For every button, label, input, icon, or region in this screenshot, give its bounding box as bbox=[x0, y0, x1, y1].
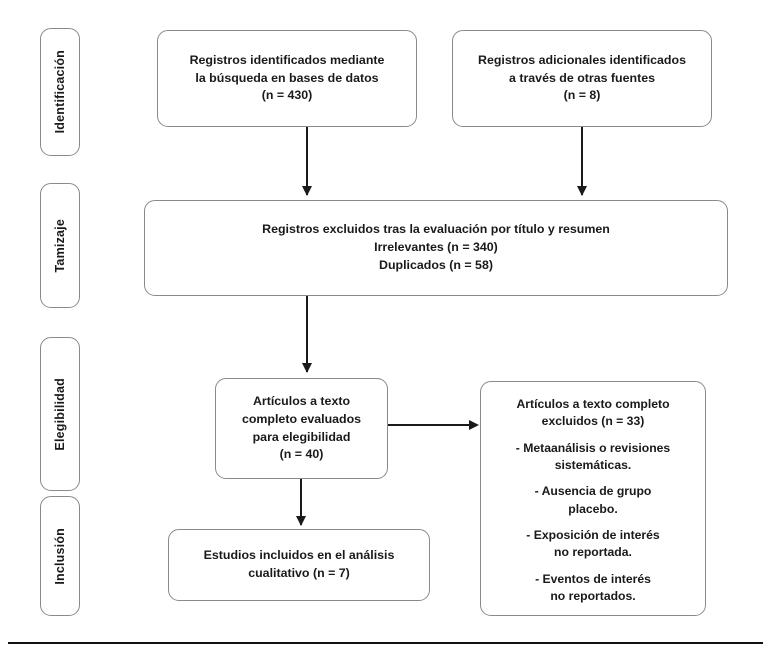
stage-label-inclusion: Inclusión bbox=[40, 496, 80, 616]
box-irrelevant-count: Irrelevantes (n = 340) bbox=[374, 240, 498, 254]
arrowhead-down-icon bbox=[302, 186, 312, 196]
reason-line-1: - Exposición de interés bbox=[526, 527, 660, 542]
box-line-2: cualitativo (n = 7) bbox=[248, 566, 350, 580]
stage-label-text: Inclusión bbox=[53, 527, 67, 585]
box-title: Registros excluidos tras la evaluación p… bbox=[262, 222, 610, 237]
box-line-1: Estudios incluidos en el análisis bbox=[203, 548, 395, 563]
stage-label-identificacion: Identificación bbox=[40, 28, 80, 156]
box-line-2: completo evaluados bbox=[241, 411, 362, 426]
exclusion-reason-item: - Eventos de interés no reportados. bbox=[535, 571, 651, 606]
reason-line-2: placebo. bbox=[568, 501, 618, 516]
connector-identified-to-screening bbox=[306, 127, 308, 195]
box-count: (n = 8) bbox=[563, 88, 601, 103]
exclusion-reason-item: - Exposición de interés no reportada. bbox=[526, 527, 659, 562]
box-records-identified-databases: Registros identificados mediante la búsq… bbox=[157, 30, 417, 127]
reason-line-2: no reportados. bbox=[550, 588, 636, 603]
box-line-1: Artículos a texto bbox=[252, 393, 351, 408]
box-count: (n = 40) bbox=[279, 447, 324, 462]
stage-label-tamizaje: Tamizaje bbox=[40, 183, 80, 308]
box-studies-included: Estudios incluidos en el análisis cualit… bbox=[168, 529, 430, 601]
reason-line-2: sistemáticas. bbox=[554, 457, 632, 472]
box-fulltext-excluded: Artículos a texto completo excluidos (n … bbox=[480, 381, 706, 616]
box-duplicates-count: Duplicados (n = 58) bbox=[379, 257, 493, 272]
box-line-2: a través de otras fuentes bbox=[509, 70, 655, 85]
box-exclusions-heading: Artículos a texto completo excluidos (n … bbox=[516, 396, 669, 431]
stage-label-text: Tamizaje bbox=[53, 218, 67, 273]
reason-line-1: - Ausencia de grupo bbox=[534, 484, 652, 499]
connector-screening-to-eligibility bbox=[306, 296, 308, 372]
connector-other-sources-to-screening bbox=[581, 127, 583, 195]
connector-eligibility-to-inclusion bbox=[300, 479, 302, 525]
reason-line-2: no reportada. bbox=[554, 545, 632, 560]
exclusion-reason-item: - Metaanálisis o revisiones sistemáticas… bbox=[516, 440, 670, 475]
exclusion-reason-item: - Ausencia de grupo placebo. bbox=[535, 483, 652, 518]
connector-eligibility-to-exclusions bbox=[388, 424, 470, 426]
box-records-excluded-screening: Registros excluidos tras la evaluación p… bbox=[144, 200, 728, 296]
footer-divider bbox=[8, 642, 763, 644]
stage-label-text: Elegibilidad bbox=[53, 377, 67, 451]
box-line-2: la búsqueda en bases de datos bbox=[195, 70, 379, 85]
arrowhead-down-icon bbox=[302, 363, 312, 373]
arrowhead-down-icon bbox=[296, 516, 306, 526]
arrowhead-down-icon bbox=[577, 186, 587, 196]
box-records-identified-other-sources: Registros adicionales identificados a tr… bbox=[452, 30, 712, 127]
box-line-2: excluidos (n = 33) bbox=[541, 414, 645, 429]
arrowhead-right-icon bbox=[469, 420, 479, 430]
reason-line-1: - Metaanálisis o revisiones bbox=[515, 440, 671, 455]
stage-label-text: Identificación bbox=[53, 50, 67, 134]
box-fulltext-assessed: Artículos a texto completo evaluados par… bbox=[215, 378, 388, 479]
box-line-3: para elegibilidad bbox=[252, 429, 351, 444]
reason-line-1: - Eventos de interés bbox=[535, 571, 651, 586]
box-line-1: Registros identificados mediante bbox=[189, 52, 385, 67]
box-count: (n = 430) bbox=[261, 88, 313, 103]
box-line-1: Registros adicionales identificados bbox=[478, 52, 686, 67]
stage-label-elegibilidad: Elegibilidad bbox=[40, 337, 80, 491]
box-line-1: Artículos a texto completo bbox=[516, 397, 670, 411]
